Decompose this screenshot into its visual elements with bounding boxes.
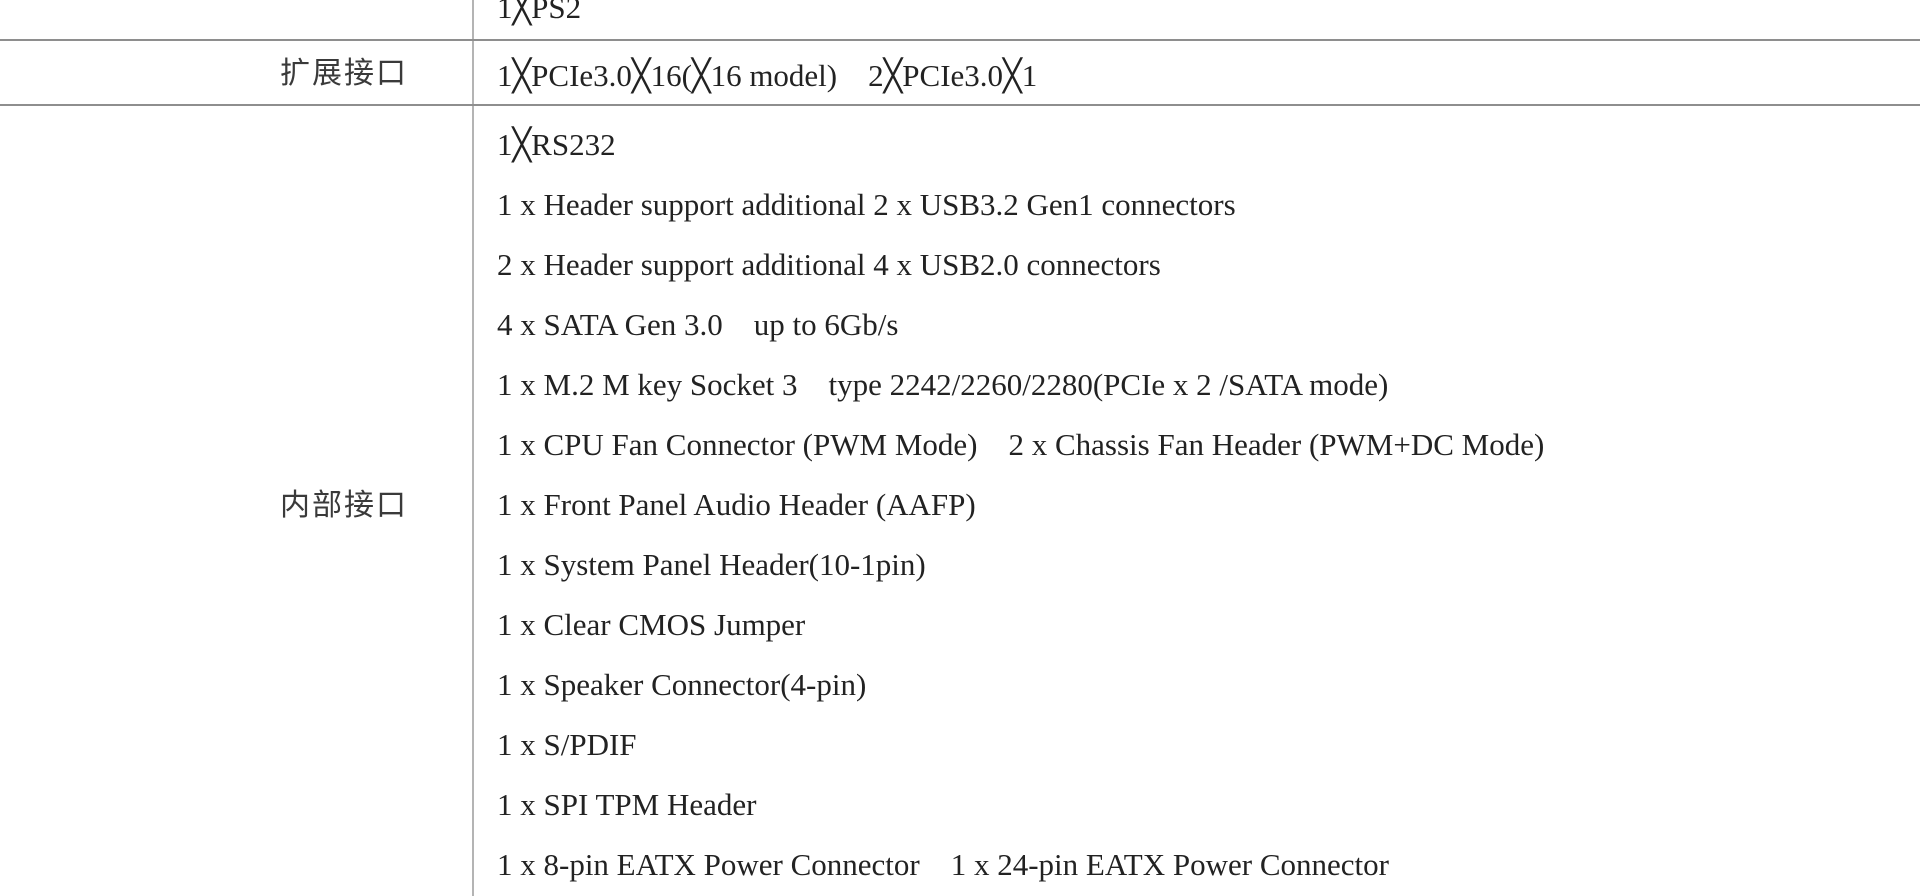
list-item: 1 x Clear CMOS Jumper (497, 607, 806, 642)
list-item: 1 x Header support additional 2 x USB3.2… (497, 187, 1236, 222)
list-item: 1╳RS232 (497, 127, 616, 162)
list-item: 1 x 8-pin EATX Power Connector 1 x 24-pi… (497, 847, 1389, 882)
list-item: 1 x M.2 M key Socket 3 type 2242/2260/22… (497, 367, 1389, 402)
internal-row-label: 内部接口 (280, 488, 408, 523)
list-item: 1 x S/PDIF (497, 727, 637, 762)
row-divider (0, 104, 1920, 106)
list-item: 2 x Header support additional 4 x USB2.0… (497, 247, 1161, 282)
column-divider (472, 0, 474, 896)
list-item: 1 x CPU Fan Connector (PWM Mode) 2 x Cha… (497, 427, 1545, 462)
list-item: 4 x SATA Gen 3.0 up to 6Gb/s (497, 307, 899, 342)
internal-interface-list: 1╳RS232 1 x Header support additional 2 … (497, 125, 1544, 896)
expansion-row-value: 1╳PCIe3.0╳16(╳16 model) 2╳PCIe3.0╳1 (497, 58, 1038, 93)
top-row-value: 1╳PS2 (497, 0, 582, 25)
expansion-row-label: 扩展接口 (280, 56, 408, 91)
row-divider (0, 39, 1920, 41)
list-item: 1 x Speaker Connector(4-pin) (497, 667, 867, 702)
list-item: 1 x System Panel Header(10-1pin) (497, 547, 926, 582)
list-item: 1 x Front Panel Audio Header (AAFP) (497, 487, 976, 522)
list-item: 1 x SPI TPM Header (497, 787, 757, 822)
